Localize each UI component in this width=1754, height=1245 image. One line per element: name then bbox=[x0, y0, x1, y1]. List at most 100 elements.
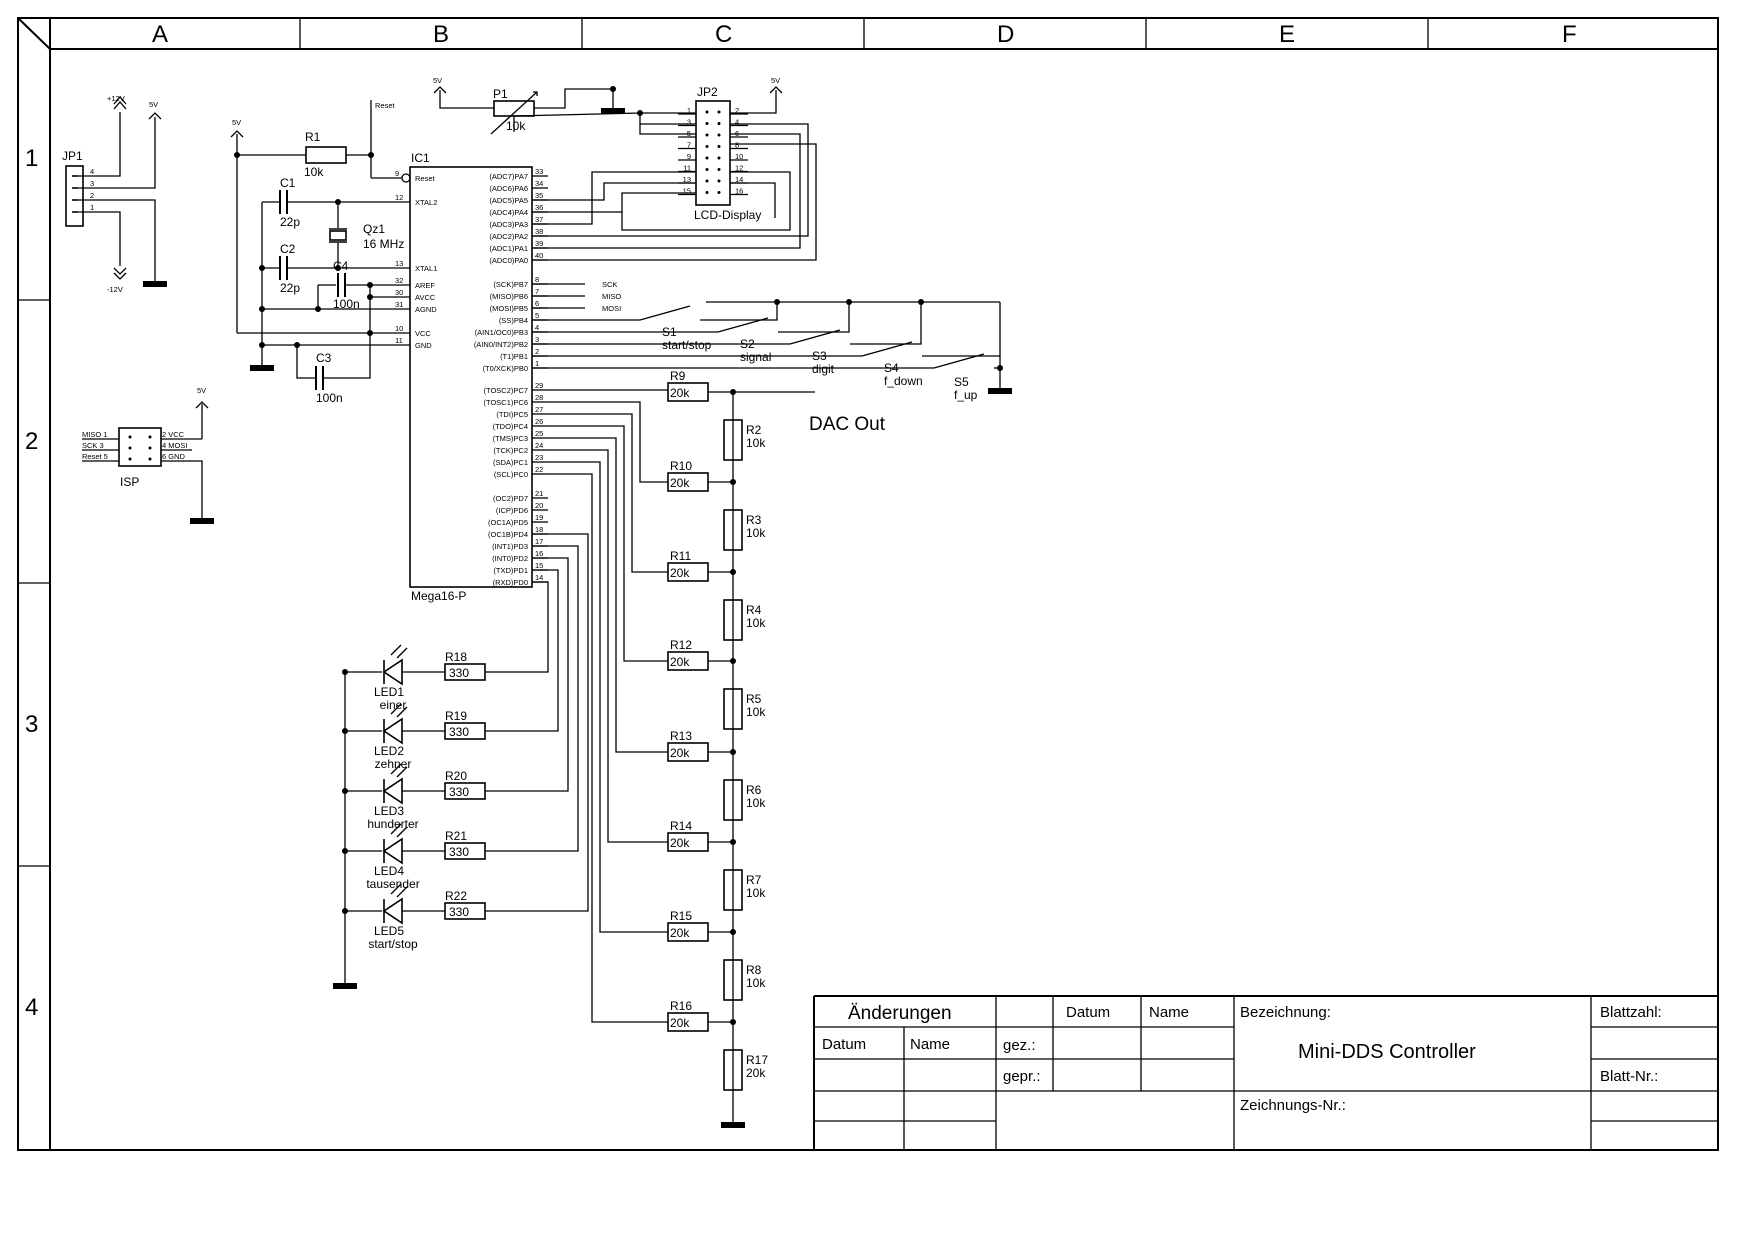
led-wire bbox=[485, 533, 589, 912]
r1-ref: R1 bbox=[305, 130, 321, 144]
led-light-arrow bbox=[396, 647, 408, 659]
jp2-pin-number: 13 bbox=[683, 175, 691, 184]
dac-ladder-resistor bbox=[723, 419, 743, 461]
ic1-pin-name: XTAL1 bbox=[415, 264, 437, 273]
led-light-arrow bbox=[390, 763, 402, 775]
dac-node bbox=[730, 749, 736, 755]
ic1-pin-number: 14 bbox=[535, 573, 543, 582]
dac-ladder-value: 20k bbox=[746, 1066, 766, 1080]
dac-20k-value: 20k bbox=[670, 386, 690, 400]
c1-value: 22p bbox=[280, 215, 300, 229]
gez-label: gez.: bbox=[1003, 1037, 1036, 1054]
led-ref: LED5 bbox=[374, 924, 404, 938]
zeichnungs-nr-label: Zeichnungs-Nr.: bbox=[1240, 1097, 1346, 1114]
isp-pin-miso: MISO 1 bbox=[82, 430, 107, 439]
led-diode bbox=[382, 897, 403, 925]
ic1-pin-name: (ADC4)PA4 bbox=[489, 208, 528, 217]
ic1-pin-number: 25 bbox=[535, 429, 543, 438]
dac-wire bbox=[548, 425, 668, 662]
row-label-3: 3 bbox=[25, 711, 38, 738]
column-label-e: E bbox=[1279, 21, 1295, 48]
dac-node bbox=[730, 479, 736, 485]
led-light-arrow bbox=[390, 644, 402, 656]
led-light-arrow bbox=[390, 703, 402, 715]
supply-5v-jp1: 5V bbox=[149, 100, 158, 109]
isp-pin-gnd: 6 GND bbox=[162, 452, 186, 461]
dac-20k-value: 20k bbox=[670, 746, 690, 760]
c2-ref: C2 bbox=[280, 242, 296, 256]
led-resistor-ref: R20 bbox=[445, 769, 467, 783]
ic1-pin-name: (ADC7)PA7 bbox=[489, 172, 528, 181]
dac-ladder-ref: R6 bbox=[746, 783, 762, 797]
led-resistor-value: 330 bbox=[449, 905, 469, 919]
dac-wire bbox=[548, 461, 668, 933]
blattzahl-label: Blattzahl: bbox=[1600, 1004, 1662, 1021]
title-block: Änderungen Datum Name Datum Name gez.: g… bbox=[813, 995, 1718, 1150]
isp-pin-mosi: 4 MOSI bbox=[162, 441, 187, 450]
ic1-pin-name: (OC1A)PD5 bbox=[488, 518, 528, 527]
blatt-nr-label: Blatt-Nr.: bbox=[1600, 1068, 1658, 1085]
jp1-connector: JP1 4 3 2 1 +12V 5V -12V bbox=[62, 94, 167, 294]
dac-ladder-ref: R17 bbox=[746, 1053, 768, 1067]
jp2-pin-number: 4 bbox=[735, 118, 739, 127]
jp2-pin-dot bbox=[705, 179, 709, 183]
ic1-pin-number: 40 bbox=[535, 251, 543, 260]
ic1-pin-number: 23 bbox=[535, 453, 543, 462]
jp2-pin-dot bbox=[717, 168, 721, 171]
ic1-pin-number: 12 bbox=[395, 193, 403, 202]
supply-minus12v: -12V bbox=[107, 285, 123, 294]
dac-20k-ref: R12 bbox=[670, 638, 692, 652]
ic1-pin-name: (TDI)PC5 bbox=[496, 410, 528, 419]
dac-ladder-resistor bbox=[723, 599, 743, 641]
dac-20k-ref: R14 bbox=[670, 819, 692, 833]
ic1-pin-number: 32 bbox=[395, 276, 403, 285]
dac-20k-ref: R11 bbox=[670, 549, 691, 563]
jp2-pin-number: 9 bbox=[687, 152, 691, 161]
ic1-pin-number: 11 bbox=[395, 336, 403, 345]
spi-net-labels: SCK MISO MOSI bbox=[532, 280, 621, 313]
led-light-arrow bbox=[390, 823, 402, 835]
dac-ladder-ref: R7 bbox=[746, 873, 762, 887]
switch-label: signal bbox=[740, 350, 771, 364]
ic1-pin-name: (ADC0)PA0 bbox=[489, 256, 528, 265]
ic1-pin-number: 9 bbox=[395, 169, 399, 178]
ic1-pin-name: (TOSC2)PC7 bbox=[484, 386, 528, 395]
led-node bbox=[342, 728, 348, 734]
row-label-2: 2 bbox=[25, 428, 38, 455]
ic1-body bbox=[409, 166, 533, 588]
ic1-pin-number: 28 bbox=[535, 393, 543, 402]
switch-contact bbox=[639, 305, 691, 321]
ic1-pin-number: 19 bbox=[535, 513, 543, 522]
dac-ladder-value: 10k bbox=[746, 616, 766, 630]
led-wire bbox=[485, 557, 569, 792]
dac-20k-value: 20k bbox=[670, 926, 690, 940]
dac-node bbox=[730, 929, 736, 935]
ic1-microcontroller: IC1 Mega16-P Reset9XTAL212XTAL113AREF32A… bbox=[395, 151, 548, 603]
led-light-arrow bbox=[396, 706, 408, 718]
dac-20k-ref: R15 bbox=[670, 909, 692, 923]
dac-ladder-ref: R3 bbox=[746, 513, 762, 527]
ic1-pin-name: (MISO)PB6 bbox=[490, 292, 528, 301]
qz1-value: 16 MHz bbox=[363, 237, 404, 251]
jp2-ref: JP2 bbox=[697, 85, 718, 99]
led-light-arrow bbox=[390, 883, 402, 895]
led-node bbox=[342, 788, 348, 794]
ic1-pin-name: (ADC5)PA5 bbox=[489, 196, 528, 205]
led-label: zehner bbox=[375, 757, 412, 771]
ic1-pin-number: 33 bbox=[535, 167, 543, 176]
dac-wire bbox=[548, 473, 668, 1023]
drawing-frame: A B C D E F 1 2 3 4 bbox=[17, 17, 1719, 1151]
switch-ref: S5 bbox=[954, 375, 969, 389]
ic1-pin-number: 29 bbox=[535, 381, 543, 390]
ic1-pin-number: 13 bbox=[395, 259, 403, 268]
column-label-f: F bbox=[1562, 21, 1577, 48]
p1-ref: P1 bbox=[493, 87, 508, 101]
mcu-support-circuit: 5V R1 10k Reset C1 22p Qz1 16 MHz bbox=[230, 100, 411, 405]
ic1-pin-number: 4 bbox=[535, 323, 539, 332]
dac-ladder-value: 10k bbox=[746, 526, 766, 540]
jp2-pin-dot bbox=[705, 133, 709, 137]
jp2-pin-dot bbox=[717, 179, 721, 183]
ic1-ref: IC1 bbox=[411, 151, 430, 165]
dac-ladder-resistor bbox=[723, 1049, 743, 1091]
